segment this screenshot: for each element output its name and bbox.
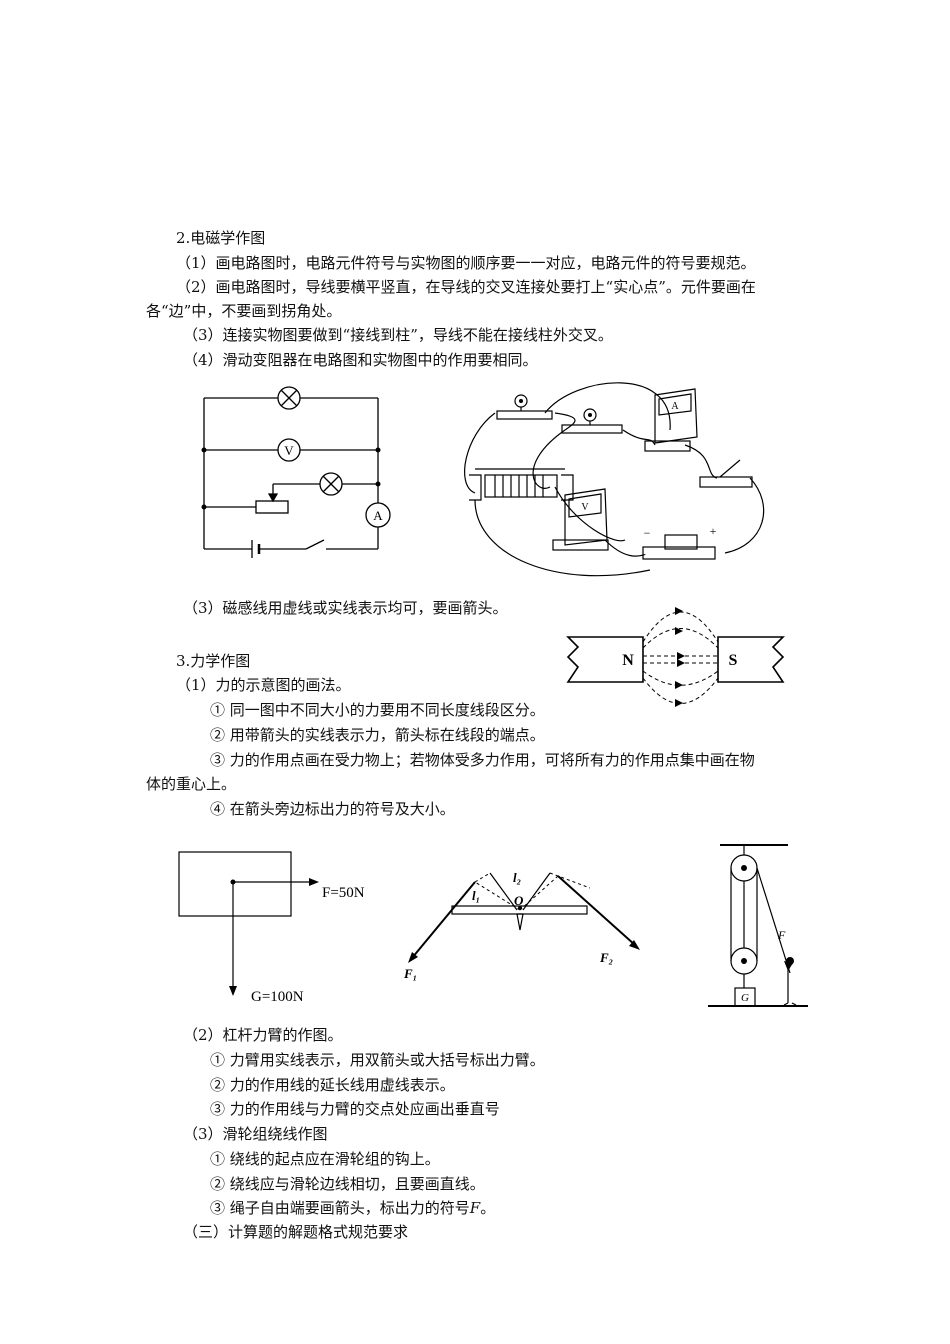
force-horizontal-label: F=50N [322,885,365,901]
circuit-diagram: V A [201,386,391,558]
section-2-title: 2.电磁学作图 [176,229,266,247]
battery-minus-label: − [644,526,651,540]
apparatus-voltmeter-label: V [581,502,589,513]
paragraph: （3）滑轮组绕线作图 [183,1125,328,1143]
paragraph: （4）滑动变阻器在电路图和实物图中的作用要相同。 [183,351,538,369]
text-segment: ③ 绳子自由端要画箭头，标出力的符号 [210,1199,470,1217]
section-3-title: 3.力学作图 [176,652,251,670]
pulley-weight-label: G [741,992,749,1004]
list-item: ③ 力的作用线与力臂的交点处应画出垂直号 [210,1100,500,1118]
list-item: ③ 力的作用点画在受力物上；若物体受多力作用，可将所有力的作用点集中画在物 [210,751,755,769]
lever-diagram: l₁ l₂ O F₁ F₂ [403,870,640,981]
list-item: ① 绕线的起点应在滑轮组的钩上。 [210,1150,440,1168]
paragraph: 各“边”中，不要画到拐角处。 [146,302,342,320]
list-item: ③ 绳子自由端要画箭头，标出力的符号F。 [210,1198,495,1218]
north-pole-label: N [622,652,634,669]
ammeter-label: A [373,508,383,523]
force-1-label: F₁ [403,966,417,981]
voltmeter-label: V [284,443,294,458]
paragraph: （三）计算题的解题格式规范要求 [183,1223,409,1241]
paragraph: （2）杠杆力臂的作图。 [183,1026,343,1044]
pulley-force-label: F [777,928,786,942]
battery-plus-label: + [710,524,717,538]
paragraph: （1）力的示意图的画法。 [176,676,351,694]
list-item: ② 绕线应与滑轮边线相切，且要画直线。 [210,1175,485,1193]
paragraph: （3）磁感线用虚线或实线表示均可，要画箭头。 [183,599,508,617]
pivot-label: O [514,893,524,908]
list-item: ① 同一图中不同大小的力要用不同长度线段区分。 [210,701,545,719]
paragraph: （1）画电路图时，电路元件符号与实物图的顺序要一一对应，电路元件的符号要规范。 [176,254,756,272]
lever-arm-2-label: l₂ [513,870,521,885]
pulley-diagram: F G [708,844,808,1007]
list-item: ② 用带箭头的实线表示力，箭头标在线段的端点。 [210,726,545,744]
list-item: ① 力臂用实线表示，用双箭头或大括号标出力臂。 [210,1051,545,1069]
paragraph: （2）画电路图时，导线要横平竖直，在导线的交叉连接处要打上“实心点”。元件要画在 [176,278,756,296]
paragraph: （3）连接实物图要做到“接线到柱”，导线不能在接线柱外交叉。 [183,326,613,344]
south-pole-label: S [729,652,738,669]
lever-arm-1-label: l₁ [472,888,480,903]
magnet-figure: N S [566,607,785,707]
force-vertical-label: G=100N [251,989,304,1005]
force-symbol: F [469,1199,481,1217]
force-2-label: F₂ [599,950,613,965]
text-segment: 。 [480,1199,496,1217]
apparatus-figure: A V − + [464,382,765,577]
list-item: ② 力的作用线的延长线用虚线表示。 [210,1076,455,1094]
force-diagram: F=50N G=100N [178,851,365,1005]
list-item: ④ 在箭头旁边标出力的符号及大小。 [210,800,455,818]
apparatus-ammeter-label: A [671,401,679,412]
list-item: 体的重心上。 [146,775,237,793]
